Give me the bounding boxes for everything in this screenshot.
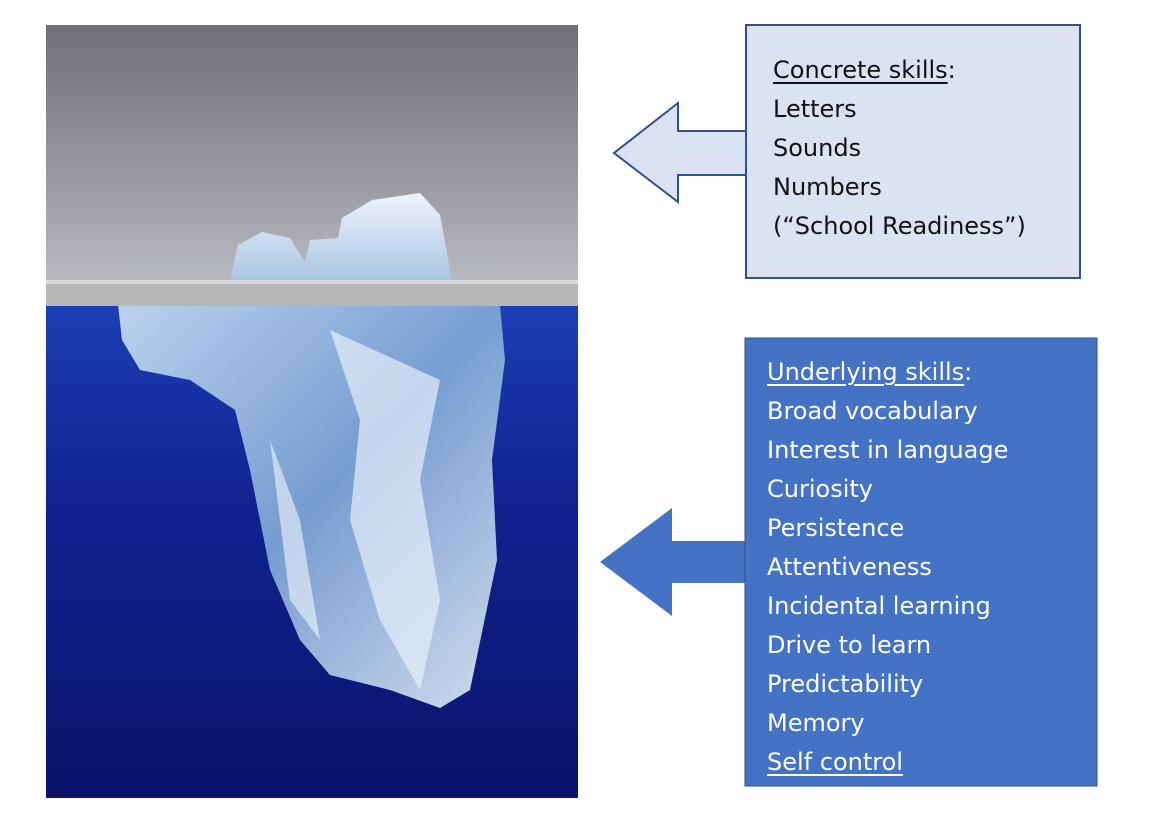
list-item: Broad vocabulary bbox=[767, 397, 978, 425]
list-item: Memory bbox=[767, 709, 865, 737]
arrow-left-icon bbox=[612, 100, 746, 205]
underlying-skills-heading: Underlying skills: bbox=[767, 358, 973, 386]
underlying-skills-list: Underlying skills: Broad vocabulary Inte… bbox=[767, 353, 1008, 782]
concrete-skills-box bbox=[745, 24, 1081, 279]
iceberg-tip bbox=[230, 193, 452, 280]
list-item: (“School Readiness”) bbox=[773, 212, 1026, 240]
list-item: Attentiveness bbox=[767, 553, 932, 581]
concrete-skills-list: Concrete skills: Letters Sounds Numbers … bbox=[773, 51, 1026, 246]
list-item: Numbers bbox=[773, 173, 882, 201]
concrete-skills-heading: Concrete skills: bbox=[773, 56, 956, 84]
list-item: Curiosity bbox=[767, 475, 873, 503]
underlying-skills-box bbox=[744, 337, 1098, 787]
iceberg-photo bbox=[46, 25, 578, 798]
list-item: Persistence bbox=[767, 514, 905, 542]
list-item: Sounds bbox=[773, 134, 862, 162]
list-item: Self control bbox=[767, 748, 903, 776]
arrow-left-icon bbox=[600, 508, 746, 616]
waterline bbox=[46, 280, 578, 306]
list-item: Drive to learn bbox=[767, 631, 932, 659]
list-item: Interest in language bbox=[767, 436, 1009, 464]
list-item: Predictability bbox=[767, 670, 924, 698]
list-item: Incidental learning bbox=[767, 592, 991, 620]
list-item: Letters bbox=[773, 95, 857, 123]
